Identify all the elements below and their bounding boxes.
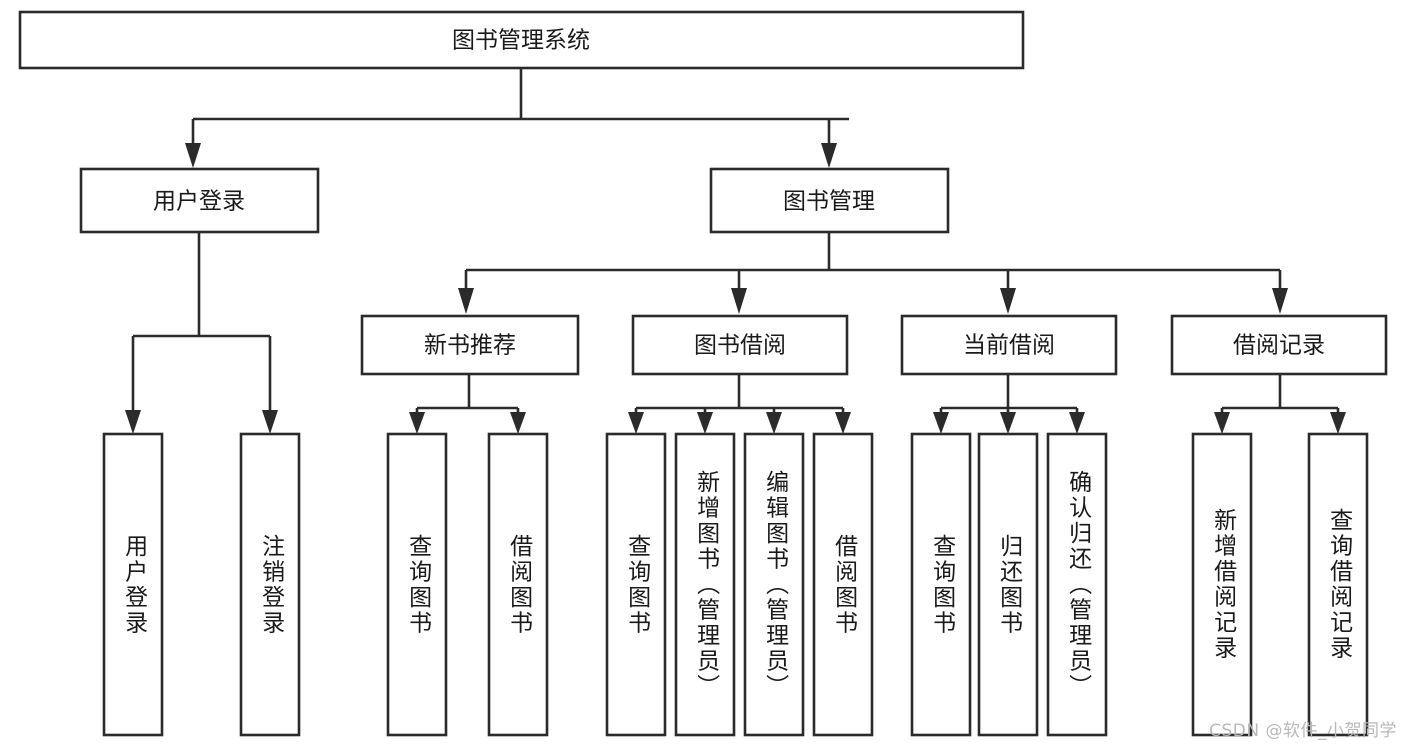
leaf-box-query-book-2[interactable] bbox=[605, 432, 667, 737]
node-current-borrow-box[interactable] bbox=[900, 314, 1118, 376]
leaf-box-return-book[interactable] bbox=[977, 432, 1039, 737]
node-new-book-recommend-box[interactable] bbox=[360, 314, 580, 376]
node-user-login-label: 用户登录 bbox=[153, 189, 245, 215]
leaf-box-user-login[interactable] bbox=[102, 432, 164, 737]
leaf-box-confirm-return-admin[interactable] bbox=[1046, 432, 1108, 737]
leaf-box-query-book-1[interactable] bbox=[386, 432, 448, 737]
node-root-label: 图书管理系统 bbox=[452, 28, 590, 54]
node-borrow-record-box[interactable] bbox=[1170, 314, 1388, 376]
connector-bookborrow-to-leaves bbox=[628, 374, 851, 434]
node-new-book-recommend-label: 新书推荐 bbox=[424, 333, 516, 359]
node-book-management-box[interactable] bbox=[709, 167, 950, 234]
node-current-borrow-label: 当前借阅 bbox=[963, 333, 1055, 359]
connector-root-to-level2 bbox=[185, 68, 849, 168]
connector-userlogin-to-leaves bbox=[125, 232, 278, 434]
connector-bookmgmt-to-level3 bbox=[458, 232, 1288, 314]
leaf-box-query-borrow-record[interactable] bbox=[1307, 432, 1369, 737]
leaf-box-borrow-book-1[interactable] bbox=[487, 432, 549, 737]
leaf-box-add-book-admin[interactable] bbox=[674, 432, 736, 737]
leaf-box-logout[interactable] bbox=[239, 432, 301, 737]
csdn-watermark: CSDN @软件_小贺同学 bbox=[1209, 721, 1397, 741]
node-borrow-record-label: 借阅记录 bbox=[1233, 333, 1325, 359]
leaf-box-add-borrow-record[interactable] bbox=[1191, 432, 1253, 737]
connector-newbook-to-leaves bbox=[409, 374, 526, 434]
node-book-management-label: 图书管理 bbox=[783, 189, 875, 215]
node-root-box[interactable] bbox=[18, 10, 1025, 70]
node-book-borrow-box[interactable] bbox=[631, 314, 849, 376]
node-user-login-box[interactable] bbox=[79, 167, 320, 234]
connector-borrowrecord-to-leaves bbox=[1214, 374, 1346, 434]
connector-currentborrow-to-leaves bbox=[933, 374, 1085, 434]
leaf-box-borrow-book-2[interactable] bbox=[812, 432, 874, 737]
leaf-box-query-book-3[interactable] bbox=[910, 432, 972, 737]
leaf-box-edit-book-admin[interactable] bbox=[743, 432, 805, 737]
node-book-borrow-label: 图书借阅 bbox=[694, 333, 786, 359]
